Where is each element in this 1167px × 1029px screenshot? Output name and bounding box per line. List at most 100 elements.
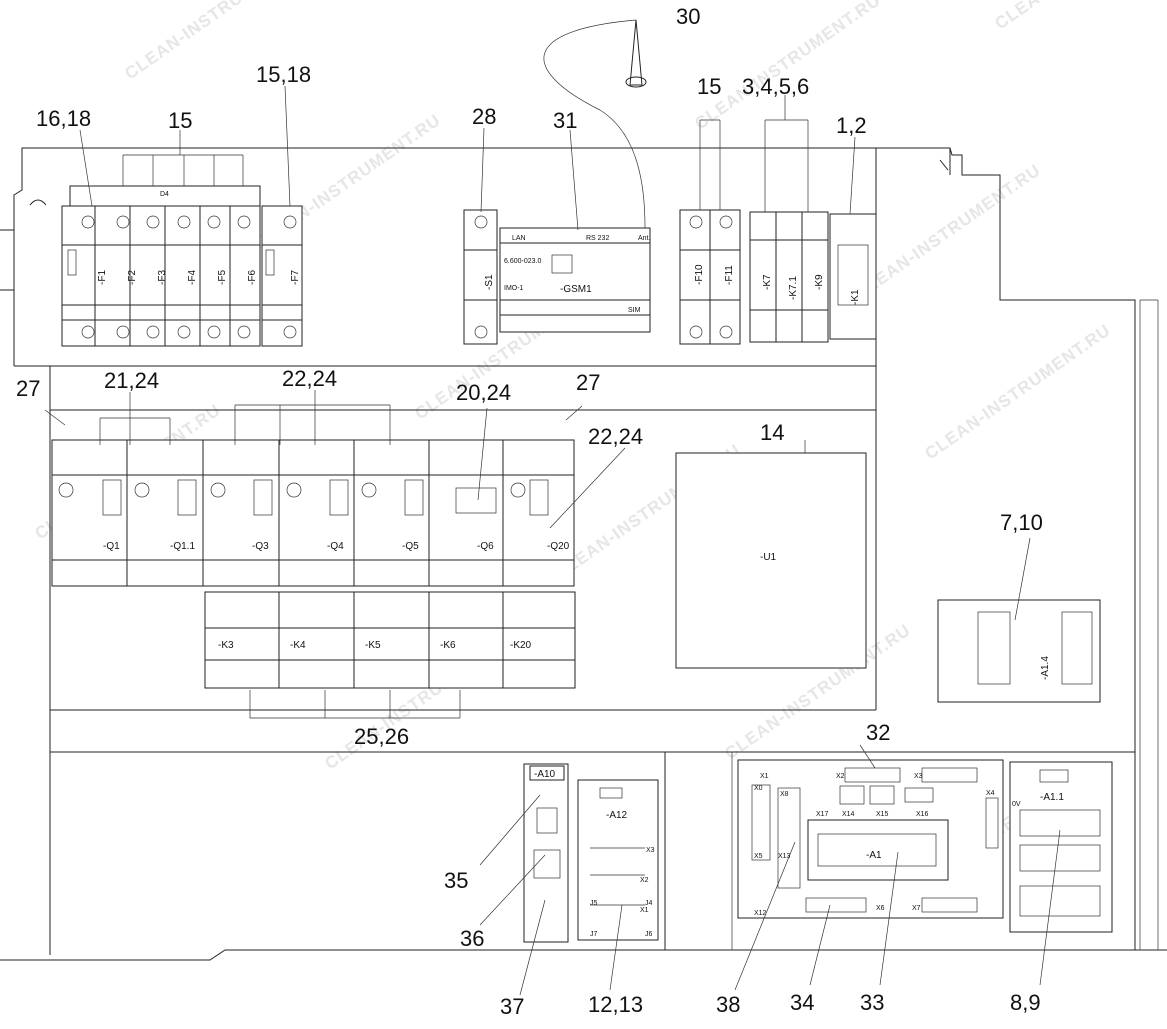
frequency-converter-u1: -U1 [675, 452, 867, 669]
svg-text:35: 35 [444, 868, 468, 893]
contactor-row: -K3 -K4 -K5 -K6 -K20 [204, 591, 576, 689]
q4-label: -Q4 [327, 541, 344, 552]
k4-label: -K4 [290, 640, 306, 651]
mounting-plate [0, 147, 1167, 961]
leader-lines [44, 85, 1061, 996]
svg-text:J6: J6 [645, 931, 653, 938]
k7-label: -K7 [762, 274, 773, 290]
svg-text:27: 27 [576, 370, 600, 395]
svg-text:14: 14 [760, 420, 784, 445]
circuit-breaker-f10-f11: -F10 -F11 [679, 209, 741, 345]
svg-text:22,24: 22,24 [588, 424, 643, 449]
antenna-icon [543, 19, 647, 229]
a11-label: -A1.1 [1040, 792, 1064, 803]
svg-text:28: 28 [472, 104, 496, 129]
svg-text:J7: J7 [590, 931, 598, 938]
f7-label: -F7 [290, 270, 301, 285]
svg-text:15,18: 15,18 [256, 62, 311, 87]
u1-label: -U1 [760, 552, 777, 563]
svg-text:X0: X0 [754, 785, 763, 792]
svg-text:X6: X6 [876, 905, 885, 912]
gsm-title: -GSM1 [560, 284, 592, 295]
svg-text:21,24: 21,24 [104, 368, 159, 393]
svg-text:7,10: 7,10 [1000, 510, 1043, 535]
svg-text:CLEAN-INSTRUMENT.RU: CLEAN-INSTRUMENT.RU [851, 160, 1044, 303]
module-a10: -A10 [523, 763, 569, 943]
circuit-breaker-group-f1-f6: D4 -F1 -F2 -F3 -F4 -F5 -F6 [61, 185, 261, 347]
q1-label: -Q1 [103, 541, 120, 552]
svg-text:36: 36 [460, 926, 484, 951]
module-a11: 0V -A1.1 [1009, 761, 1113, 933]
svg-text:6.600-023.0: 6.600-023.0 [504, 258, 541, 265]
svg-text:32: 32 [866, 720, 890, 745]
svg-text:X3: X3 [914, 773, 923, 780]
k20-label: -K20 [510, 640, 532, 651]
module-a12: -A12 X3 X2 X1 J4 J5 J7 J6 [577, 779, 659, 941]
a1-label: -A1 [866, 850, 882, 861]
svg-text:Ant.: Ant. [638, 235, 651, 242]
f11-label: -F11 [724, 265, 735, 285]
svg-text:27: 27 [16, 376, 40, 401]
svg-text:37: 37 [500, 994, 524, 1019]
f3-label: -F3 [157, 270, 168, 285]
svg-text:X3: X3 [646, 847, 655, 854]
relay-group-k7-k9: -K7 -K7.1 -K9 [749, 211, 829, 343]
svg-text:X1: X1 [640, 907, 649, 914]
svg-text:J4: J4 [645, 900, 653, 907]
k9-label: -K9 [814, 274, 825, 290]
svg-text:X17: X17 [816, 811, 829, 818]
svg-text:15: 15 [697, 74, 721, 99]
svg-text:20,24: 20,24 [456, 380, 511, 405]
svg-text:X2: X2 [836, 773, 845, 780]
svg-text:33: 33 [860, 990, 884, 1015]
d4-label: D4 [160, 191, 169, 198]
switch-s1: -S1 [463, 209, 498, 345]
k1-label: -K1 [850, 289, 861, 305]
svg-text:30: 30 [676, 4, 700, 29]
a10-label: -A10 [534, 769, 556, 780]
svg-text:3,4,5,6: 3,4,5,6 [742, 74, 809, 99]
q6-label: -Q6 [477, 541, 494, 552]
svg-text:IMO-1: IMO-1 [504, 285, 524, 292]
motor-breaker-row: -Q1 -Q1.1 -Q3 -Q4 -Q5 -Q6 -Q20 [51, 439, 575, 587]
f1-label: -F1 [97, 270, 108, 285]
f2-label: -F2 [127, 270, 138, 285]
f6-label: -F6 [247, 270, 258, 285]
relay-k1: -K1 [829, 213, 877, 340]
svg-text:X2: X2 [640, 877, 649, 884]
svg-text:1,2: 1,2 [836, 113, 867, 138]
k71-label: -K7.1 [788, 276, 799, 300]
svg-text:16,18: 16,18 [36, 106, 91, 131]
module-a14: -A1.4 [937, 599, 1101, 703]
svg-text:X15: X15 [876, 811, 889, 818]
svg-text:15: 15 [168, 108, 192, 133]
k5-label: -K5 [365, 640, 381, 651]
a14-label: -A1.4 [1040, 656, 1051, 680]
svg-text:34: 34 [790, 990, 814, 1015]
svg-text:X7: X7 [912, 905, 921, 912]
callout-numbers: 30 15,18 16,18 15 28 31 15 3,4,5,6 1,2 2… [16, 4, 1043, 1019]
q11-label: -Q1.1 [170, 541, 195, 552]
svg-text:0V: 0V [1012, 801, 1021, 808]
svg-text:X14: X14 [842, 811, 855, 818]
f5-label: -F5 [217, 270, 228, 285]
s1-label: -S1 [484, 274, 495, 290]
svg-text:X8: X8 [780, 791, 789, 798]
svg-text:CLEAN-INSTRUMENT.RU: CLEAN-INSTRUMENT.RU [991, 0, 1167, 33]
controller-board-a1: X1 X2 X3 X4 X5 X6 X7 X8 X0 X12 X13 X14 X… [737, 759, 1004, 919]
svg-text:RS 232: RS 232 [586, 235, 609, 242]
svg-text:X5: X5 [754, 853, 763, 860]
q20-label: -Q20 [547, 541, 570, 552]
svg-text:12,13: 12,13 [588, 992, 643, 1017]
f10-label: -F10 [694, 264, 705, 285]
svg-text:8,9: 8,9 [1010, 990, 1041, 1015]
svg-text:LAN: LAN [512, 235, 526, 242]
svg-text:38: 38 [716, 992, 740, 1017]
svg-text:22,24: 22,24 [282, 366, 337, 391]
svg-text:SIM: SIM [628, 307, 641, 314]
q3-label: -Q3 [252, 541, 269, 552]
svg-text:X4: X4 [986, 790, 995, 797]
svg-text:X12: X12 [754, 910, 767, 917]
gsm-module: LAN RS 232 Ant. 6.600-023.0 IMO-1 -GSM1 … [499, 227, 651, 333]
